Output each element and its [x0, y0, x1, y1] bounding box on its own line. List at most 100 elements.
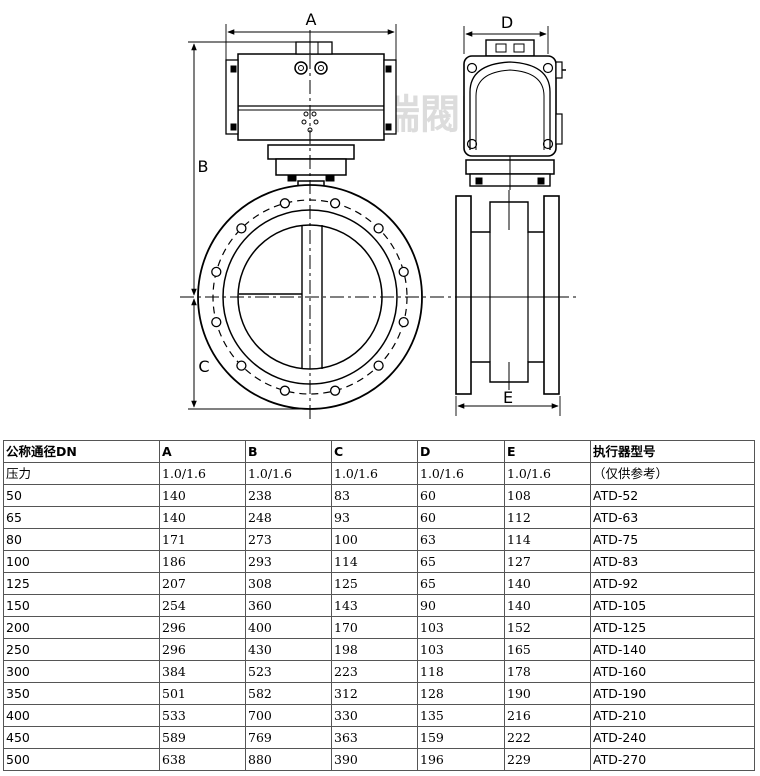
bolt-holes: [211, 198, 409, 396]
front-dimensions: [188, 24, 397, 410]
bolt-hole-icon: [329, 385, 341, 396]
table-cell: ATD-75: [590, 528, 755, 551]
table-cell: ATD-270: [590, 748, 755, 771]
air-port-icon: [294, 61, 308, 75]
table-cell: 400: [245, 616, 332, 639]
table-cell: 63: [417, 528, 505, 551]
table-cell: 769: [245, 726, 332, 749]
table-cell: 125: [3, 572, 160, 595]
table-cell: 196: [417, 748, 505, 771]
table-cell: 638: [159, 748, 246, 771]
bolt-hole-icon: [373, 223, 384, 234]
table-cell: A: [159, 440, 246, 463]
table-cell: 248: [245, 506, 332, 529]
bolt-hole-icon: [373, 360, 384, 371]
table-cell: 50: [3, 484, 160, 507]
table-cell: 159: [417, 726, 505, 749]
table-cell: 140: [159, 506, 246, 529]
table-cell: 171: [159, 528, 246, 551]
table-cell: 执行器型号: [590, 440, 755, 463]
table-cell: 300: [3, 660, 160, 683]
bolt-hole-icon: [211, 316, 222, 328]
table-cell: 93: [331, 506, 418, 529]
table-cell: 80: [3, 528, 160, 551]
table-cell: 222: [504, 726, 591, 749]
side-view: [455, 39, 566, 395]
table-cell: 216: [504, 704, 591, 727]
table-cell: 350: [3, 682, 160, 705]
table-cell: 65: [3, 506, 160, 529]
table-cell: ATD-52: [590, 484, 755, 507]
table-cell: 108: [504, 484, 591, 507]
table-cell: ATD-92: [590, 572, 755, 595]
table-cell: 430: [245, 638, 332, 661]
bolt-hole-icon: [211, 266, 222, 278]
dim-label-e: E: [503, 388, 513, 407]
table-cell: 582: [245, 682, 332, 705]
actuator-body: [237, 53, 385, 141]
table-cell: 501: [159, 682, 246, 705]
table-cell: 186: [159, 550, 246, 573]
table-cell: C: [331, 440, 418, 463]
mounting-bracket: [267, 144, 355, 160]
side-flange-right: [543, 195, 560, 395]
table-cell: E: [504, 440, 591, 463]
table-cell: 1.0/1.6: [504, 462, 591, 485]
table-cell: 1.0/1.6: [417, 462, 505, 485]
table-cell: 165: [504, 638, 591, 661]
table-cell: 198: [331, 638, 418, 661]
dim-label-d: D: [501, 13, 513, 32]
dim-label-a: A: [306, 10, 317, 29]
table-cell: 1.0/1.6: [159, 462, 246, 485]
front-view: [180, 30, 580, 420]
table-cell: 143: [331, 594, 418, 617]
table-cell: 589: [159, 726, 246, 749]
side-dimensions: [455, 26, 561, 416]
table-cell: 128: [417, 682, 505, 705]
table-cell: 450: [3, 726, 160, 749]
table-cell: 384: [159, 660, 246, 683]
table-cell: 112: [504, 506, 591, 529]
table-cell: 207: [159, 572, 246, 595]
table-cell: 170: [331, 616, 418, 639]
bolt-hole-icon: [398, 316, 409, 328]
table-cell: ATD-210: [590, 704, 755, 727]
table-cell: 238: [245, 484, 332, 507]
table-cell: ATD-240: [590, 726, 755, 749]
table-cell: 127: [504, 550, 591, 573]
table-cell: 压力: [3, 462, 160, 485]
table-cell: 103: [417, 638, 505, 661]
table-cell: 293: [245, 550, 332, 573]
table-cell: 114: [504, 528, 591, 551]
bolt-hole-icon: [398, 266, 409, 278]
table-cell: 500: [3, 748, 160, 771]
bolt-hole-icon: [329, 198, 341, 209]
table-cell: 533: [159, 704, 246, 727]
table-cell: 60: [417, 506, 505, 529]
table-cell: 140: [504, 594, 591, 617]
table-cell: 178: [504, 660, 591, 683]
dim-label-c: C: [198, 357, 209, 376]
table-cell: 100: [331, 528, 418, 551]
table-cell: 700: [245, 704, 332, 727]
table-cell: 363: [331, 726, 418, 749]
table-cell: 523: [245, 660, 332, 683]
table-cell: 公称通径DN: [3, 440, 160, 463]
table-cell: （仅供参考）: [590, 462, 755, 485]
table-cell: 100: [3, 550, 160, 573]
table-cell: 140: [504, 572, 591, 595]
table-cell: 250: [3, 638, 160, 661]
table-cell: 190: [504, 682, 591, 705]
actuator-side-housing: [463, 55, 557, 157]
table-cell: 150: [3, 594, 160, 617]
